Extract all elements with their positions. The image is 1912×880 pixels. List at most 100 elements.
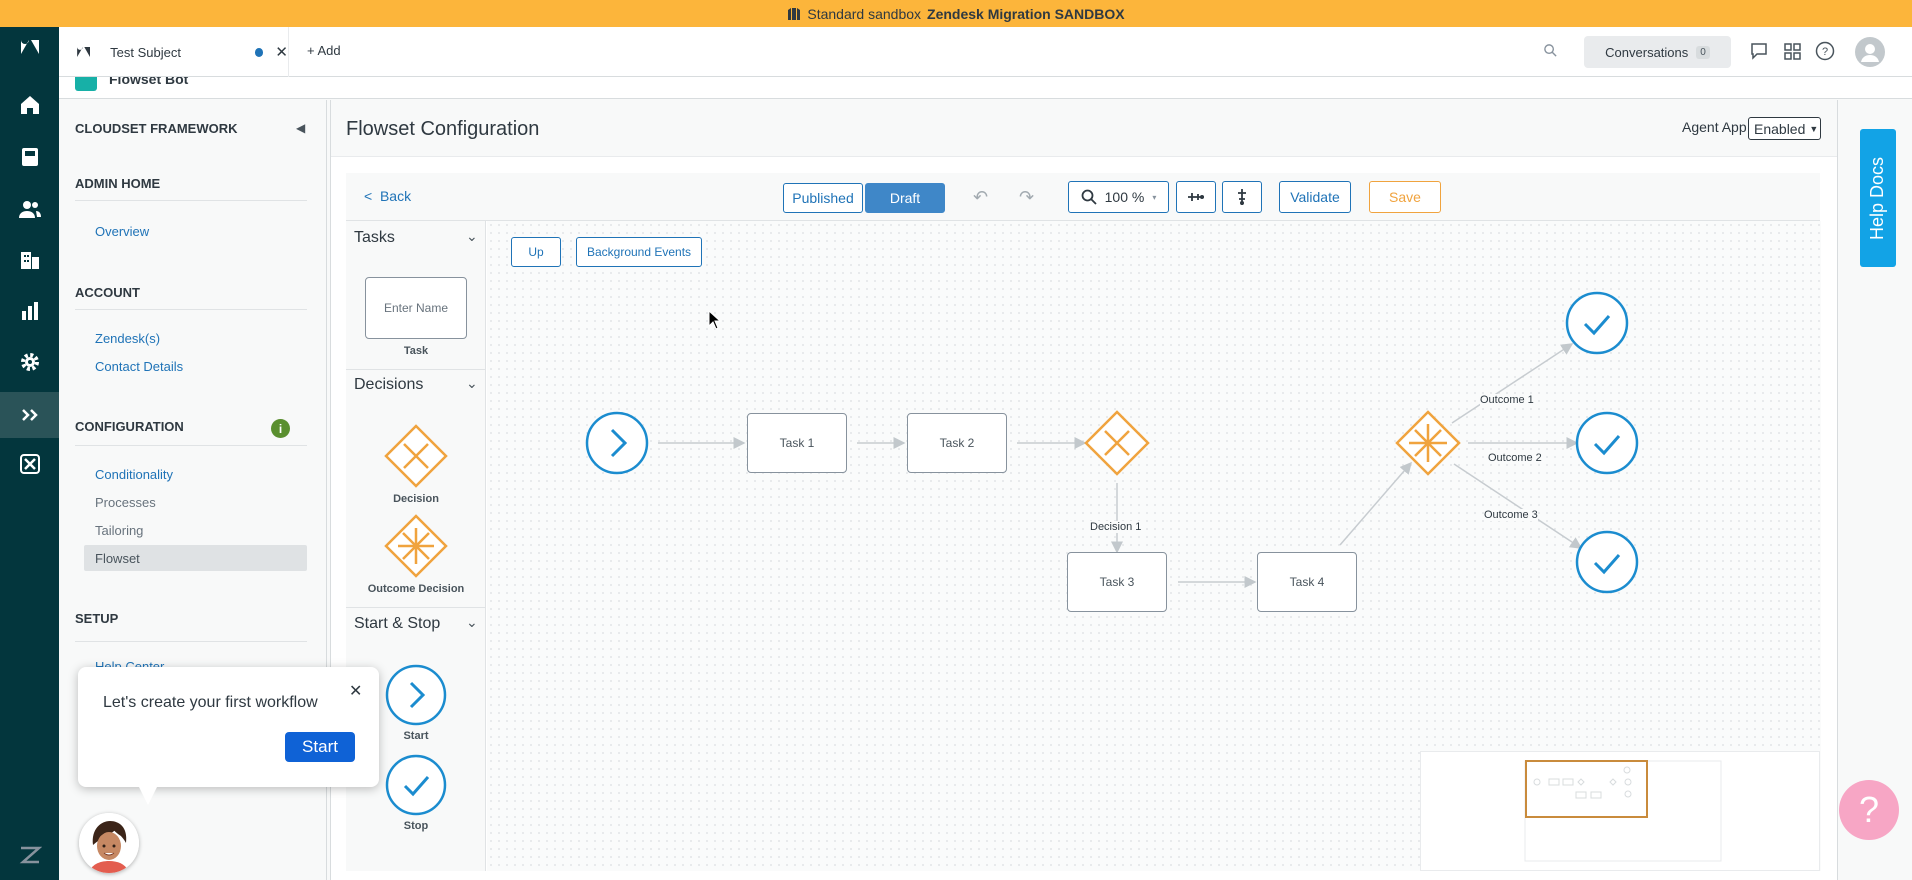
- palette-tasks-heading[interactable]: Tasks: [354, 229, 395, 246]
- palette-start-shape[interactable]: [384, 663, 448, 727]
- background-events-button[interactable]: Background Events: [576, 237, 702, 267]
- draft-button[interactable]: Draft: [865, 183, 945, 213]
- banner-prefix: Standard sandbox: [807, 5, 922, 22]
- configuration-heading: CONFIGURATION: [75, 419, 184, 434]
- user-avatar[interactable]: [1855, 37, 1885, 67]
- palette-decisions-heading[interactable]: Decisions: [354, 376, 424, 393]
- reporting-icon[interactable]: [0, 291, 59, 331]
- divider: [75, 445, 307, 446]
- connector-outcome-3[interactable]: [1453, 463, 1583, 549]
- palette-outcome-decision-label: Outcome Decision: [367, 583, 465, 595]
- tooltip-text: Let's create your first workflow: [103, 694, 318, 711]
- divider: [346, 607, 486, 608]
- collapse-sidebar-icon[interactable]: ◀: [296, 121, 306, 135]
- zoom-search-icon: [1081, 189, 1097, 205]
- nav-contact-details[interactable]: Contact Details: [95, 359, 184, 374]
- task-node-3[interactable]: Task 3: [1067, 552, 1167, 612]
- help-question-icon[interactable]: ?: [1839, 780, 1899, 840]
- flowset-app-icon[interactable]: [0, 392, 59, 438]
- zoom-caret-icon: ▾: [1152, 192, 1157, 202]
- organizations-icon[interactable]: [0, 240, 59, 280]
- chat-icon[interactable]: [1750, 42, 1768, 63]
- plus-icon: +: [307, 43, 315, 58]
- onboarding-tooltip: Let's create your first workflow ✕ Start: [78, 667, 379, 787]
- redo-icon[interactable]: ↷: [1019, 187, 1035, 207]
- conversations-count: 0: [1696, 45, 1710, 59]
- add-tab-button[interactable]: + Add: [307, 43, 341, 58]
- apps-grid-icon[interactable]: [1784, 43, 1801, 63]
- flow-toolbar: < Back Published Draft ↶ ↷ 100 % ▾ Valid…: [346, 173, 1820, 221]
- info-icon[interactable]: i: [271, 419, 290, 438]
- zendesk-wordmark-icon[interactable]: [0, 835, 59, 875]
- home-icon[interactable]: [0, 85, 59, 125]
- nav-processes[interactable]: Processes: [95, 495, 156, 510]
- agent-app-select[interactable]: Enabled ▼: [1748, 117, 1821, 140]
- palette-task-shape[interactable]: Enter Name: [365, 277, 467, 339]
- chevron-down-icon[interactable]: ⌄: [466, 375, 478, 391]
- undo-icon[interactable]: ↶: [973, 187, 989, 207]
- minimap-preview: [1524, 760, 1722, 862]
- divider: [75, 200, 307, 201]
- zoom-value: 100 %: [1104, 189, 1145, 205]
- palette-stop-shape[interactable]: [384, 753, 448, 817]
- palette-decision-shape[interactable]: [384, 424, 448, 488]
- nav-tailoring[interactable]: Tailoring: [95, 523, 144, 538]
- help-icon[interactable]: ?: [1815, 41, 1835, 64]
- admin-home-heading: ADMIN HOME: [75, 176, 161, 191]
- help-docs-tab[interactable]: Help Docs: [1860, 129, 1896, 267]
- stop-node-1[interactable]: [1565, 291, 1629, 355]
- palette-outcome-decision-shape[interactable]: [384, 514, 448, 578]
- search-icon[interactable]: [1543, 43, 1558, 61]
- divider: [346, 369, 486, 370]
- views-icon[interactable]: [0, 137, 59, 177]
- cloudset-tools-icon[interactable]: [0, 444, 59, 484]
- nav-conditionality[interactable]: Conditionality: [95, 467, 174, 482]
- nav-overview[interactable]: Overview: [95, 224, 150, 239]
- palette-decision-label: Decision: [393, 493, 439, 505]
- customers-icon[interactable]: [0, 189, 59, 229]
- ticket-tab[interactable]: Test Subject ✕: [59, 27, 289, 77]
- admin-gear-icon[interactable]: [0, 342, 59, 382]
- chevron-down-icon[interactable]: ⌄: [466, 614, 478, 630]
- sandbox-icon: [788, 7, 801, 20]
- task-node-1[interactable]: Task 1: [747, 413, 847, 473]
- setup-heading: SETUP: [75, 611, 119, 626]
- agent-app-label: Agent App: [1682, 119, 1747, 135]
- connector-outcome-1[interactable]: [1451, 343, 1574, 424]
- close-tab-icon[interactable]: ✕: [275, 44, 288, 61]
- back-label: Back: [379, 188, 412, 204]
- palette-start-stop-heading[interactable]: Start & Stop: [354, 615, 441, 632]
- stop-node-2[interactable]: [1575, 411, 1639, 475]
- outcome-3-label: Outcome 3: [1484, 509, 1538, 521]
- chevron-down-icon[interactable]: ⌄: [466, 228, 478, 244]
- outcome-decision-node[interactable]: [1395, 410, 1461, 476]
- account-heading: ACCOUNT: [75, 285, 140, 300]
- tooltip-start-button[interactable]: Start: [285, 732, 355, 762]
- stop-node-3[interactable]: [1575, 530, 1639, 594]
- start-node[interactable]: [585, 411, 649, 475]
- banner-sandbox-name: Zendesk Migration SANDBOX: [927, 5, 1125, 22]
- layout-horizontal-icon[interactable]: [1176, 181, 1216, 213]
- nav-flowset[interactable]: Flowset: [95, 551, 140, 566]
- flow-connectors: [585, 291, 1639, 594]
- validate-button[interactable]: Validate: [1279, 181, 1351, 213]
- ticket-tab-icon: [77, 47, 90, 57]
- nav-zendesks[interactable]: Zendesk(s): [95, 331, 161, 346]
- published-button[interactable]: Published: [783, 183, 863, 213]
- task-node-4[interactable]: Task 4: [1257, 552, 1357, 612]
- conversations-button[interactable]: Conversations 0: [1584, 36, 1731, 68]
- connector-task4-outcome-decision[interactable]: [1339, 461, 1412, 546]
- assistant-avatar[interactable]: [79, 813, 139, 873]
- layout-vertical-icon[interactable]: [1222, 181, 1262, 213]
- agent-app-value: Enabled: [1754, 120, 1806, 137]
- back-link[interactable]: < Back: [364, 188, 411, 204]
- task-node-2[interactable]: Task 2: [907, 413, 1007, 473]
- up-button[interactable]: Up: [511, 237, 561, 267]
- close-icon[interactable]: ✕: [349, 683, 363, 700]
- save-button[interactable]: Save: [1369, 181, 1441, 213]
- canvas-minimap[interactable]: [1420, 751, 1820, 871]
- zendesk-logo-icon[interactable]: [0, 27, 59, 67]
- zoom-control[interactable]: 100 % ▾: [1068, 181, 1169, 213]
- decision-node[interactable]: [1084, 410, 1150, 476]
- svg-text:?: ?: [1822, 46, 1828, 58]
